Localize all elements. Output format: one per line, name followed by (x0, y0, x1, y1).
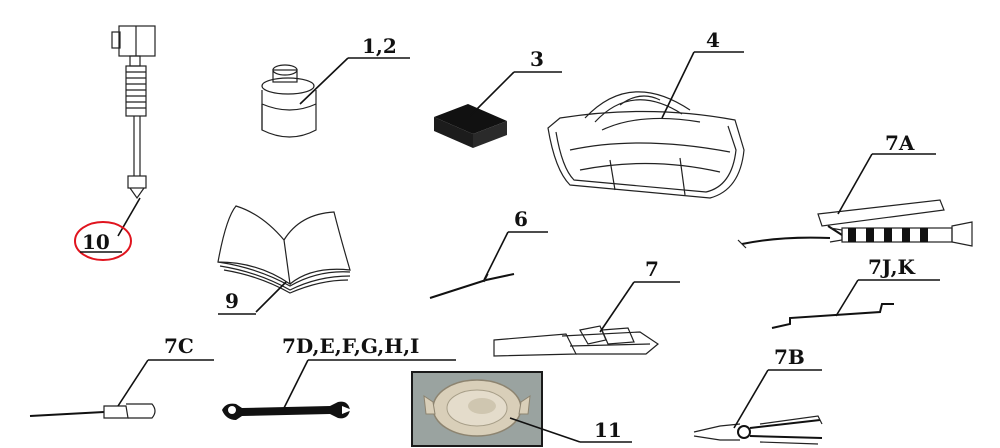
label-7: 7 (645, 257, 659, 281)
label-3: 3 (530, 47, 544, 71)
leader-line-11 (509, 417, 581, 443)
tool-bag-icon (547, 91, 745, 199)
leader-line-7b (733, 369, 769, 429)
label-1-2: 1,2 (362, 34, 397, 58)
label-10: 10 (82, 230, 110, 254)
pliers-icon (693, 415, 823, 445)
label-7jk: 7J,K (868, 255, 916, 279)
label-6: 6 (514, 207, 528, 231)
screwdriver-icon (29, 403, 156, 419)
scraper-plate-icon (493, 325, 660, 357)
foam-block-icon (434, 104, 507, 148)
leader-line-6 (483, 231, 509, 281)
manual-book-icon (217, 205, 351, 294)
filter-canister-icon (261, 64, 317, 138)
leader-line-7a (837, 153, 873, 215)
leader-line-3 (469, 71, 515, 117)
wrench-icon (222, 401, 352, 420)
leader-line-10 (117, 197, 141, 237)
offset-rod-icon (771, 303, 894, 329)
leader-line-7 (599, 281, 635, 333)
pressure-gauge-probe-icon (111, 25, 156, 200)
leader-line-7d (283, 359, 309, 409)
label-11: 11 (594, 418, 622, 442)
label-9: 9 (225, 289, 239, 313)
grease-gun-icon (737, 199, 973, 249)
leader-line-9 (255, 281, 287, 313)
label-7c: 7C (164, 334, 194, 358)
leader-line-7jk (835, 279, 859, 317)
label-4: 4 (706, 28, 720, 52)
label-7d: 7D,E,F,G,H,I (282, 334, 419, 358)
leader-line-7c (117, 359, 149, 407)
label-7b: 7B (774, 345, 805, 369)
highlight-circle (74, 221, 132, 261)
leader-line-4 (661, 51, 695, 119)
leader-line-1-2 (299, 57, 349, 105)
probe-needle-icon (429, 273, 515, 299)
label-7a: 7A (885, 131, 915, 155)
radiator-cap-photo (411, 371, 543, 447)
